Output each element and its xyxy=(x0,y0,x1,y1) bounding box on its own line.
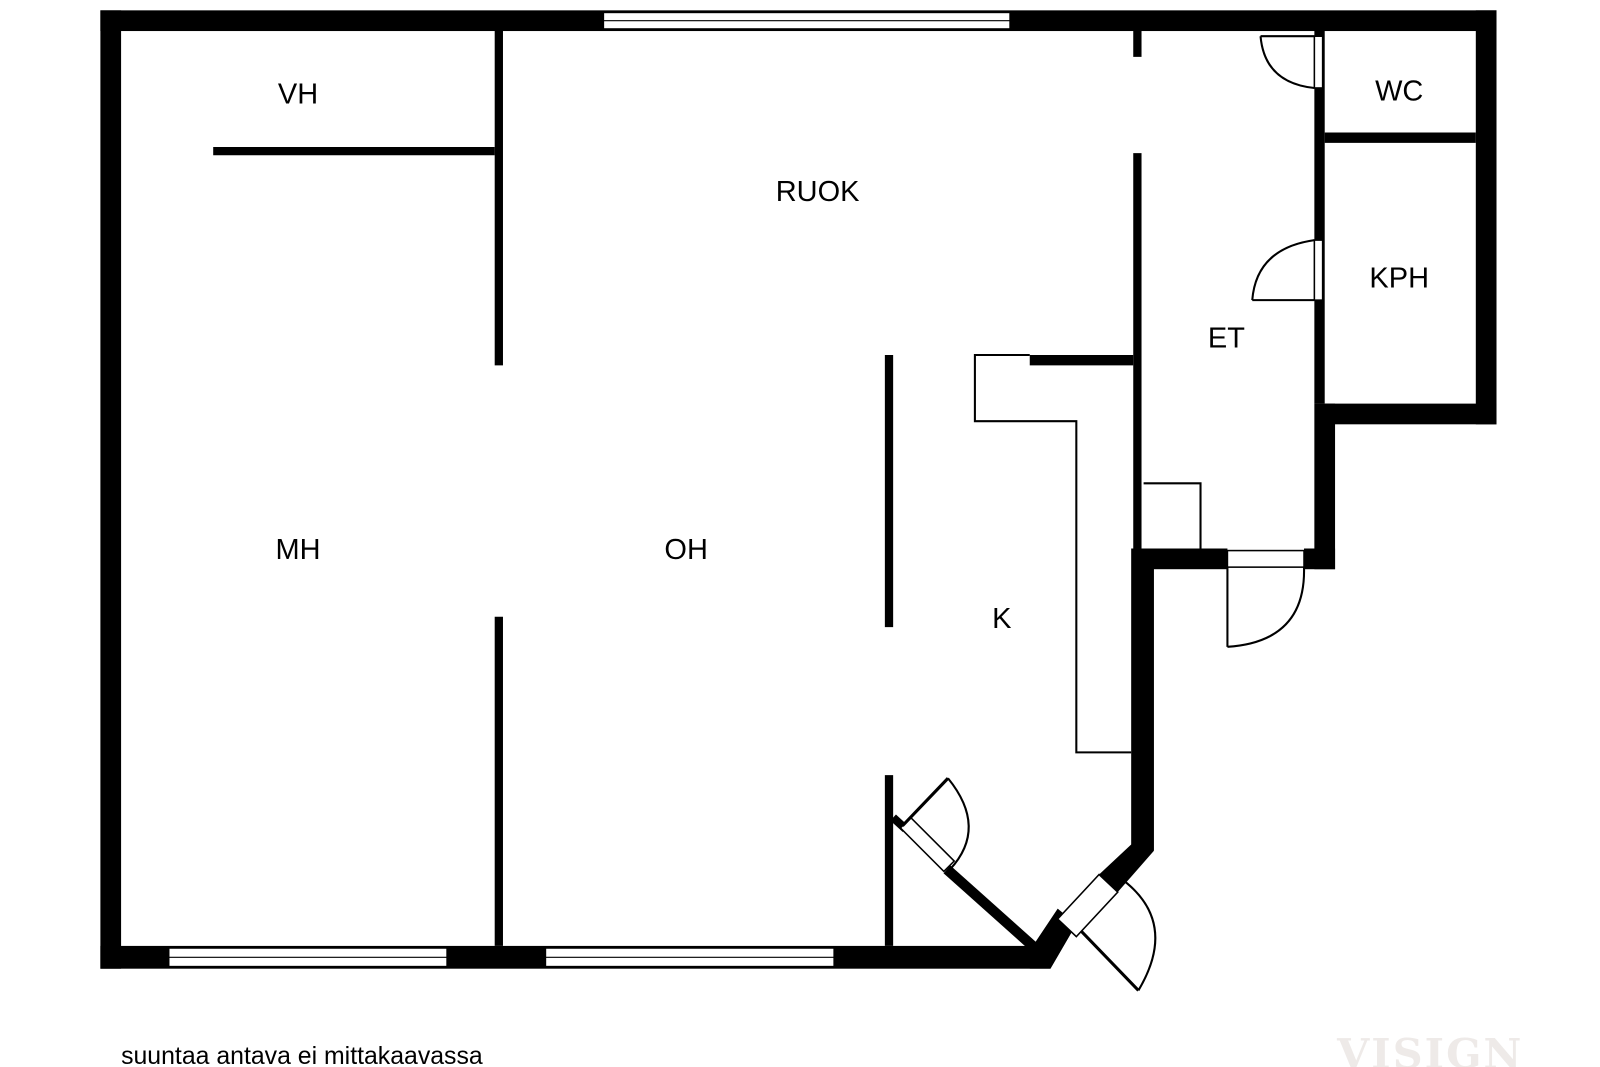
scale-note: suuntaa antava ei mittakaavassa xyxy=(121,1043,483,1067)
door-kph-swing xyxy=(1251,239,1315,301)
windows xyxy=(167,11,1011,968)
doors xyxy=(899,35,1324,992)
door-wc xyxy=(1313,35,1324,89)
watermark-logo: VISIGN xyxy=(1336,1029,1523,1067)
door-wc-swing xyxy=(1259,36,1315,89)
interior-walls xyxy=(213,31,1476,952)
room-label-mh: MH xyxy=(276,534,321,566)
room-label-wc: WC xyxy=(1375,75,1423,107)
room-label-vh: VH xyxy=(278,78,318,110)
room-label-et: ET xyxy=(1208,323,1245,355)
door-k-swing xyxy=(947,777,970,871)
door-exterior-swing xyxy=(1119,876,1157,991)
room-label-oh: OH xyxy=(664,534,707,566)
door-entrance-swing xyxy=(1227,567,1306,648)
room-label-ruok: RUOK xyxy=(776,176,860,208)
door-kph xyxy=(1313,239,1324,301)
room-label-k: K xyxy=(992,603,1011,635)
kitchen-counter xyxy=(973,353,1202,754)
room-label-kph: KPH xyxy=(1369,263,1429,295)
